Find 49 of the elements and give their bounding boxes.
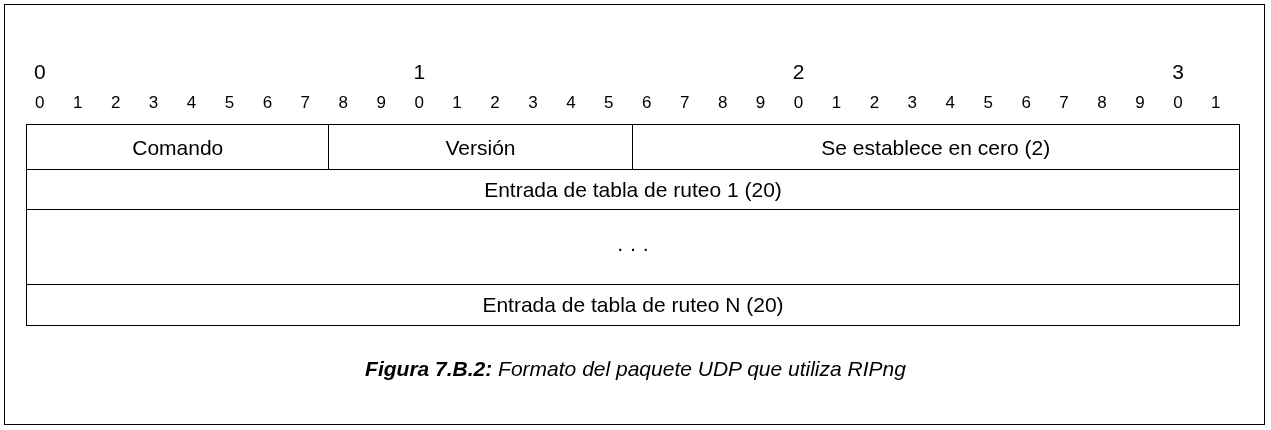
bit-number: 4 — [566, 93, 576, 113]
bit-number: 4 — [186, 93, 197, 113]
field-cell — [26, 209, 1240, 286]
field-name: Entrada de tabla de ruteo 1 (20) — [484, 178, 782, 202]
bit-number: 4 — [945, 93, 955, 113]
bit-number: 0 — [414, 93, 424, 113]
bit-decade-number: 2 — [792, 60, 805, 84]
bit-number: 7 — [679, 93, 690, 113]
bit-decade-number: 3 — [1172, 60, 1184, 84]
bit-number: 7 — [1059, 93, 1069, 113]
bit-number: 9 — [1135, 93, 1145, 113]
bit-number: 3 — [148, 93, 159, 113]
bit-number: 8 — [338, 93, 348, 113]
field-name: · · · — [616, 235, 650, 260]
bit-number: 9 — [755, 93, 766, 113]
field-cell — [328, 124, 633, 171]
bit-number: 5 — [604, 93, 614, 113]
bit-number: 0 — [35, 93, 45, 113]
field-cell — [26, 169, 1240, 211]
bit-number: 1 — [831, 93, 842, 113]
field-name: Comando — [132, 135, 224, 160]
field-name: Se establece en cero (2) — [821, 135, 1051, 160]
bit-number: 2 — [869, 93, 880, 113]
bit-number: 1 — [452, 93, 462, 113]
bit-number: 6 — [642, 93, 652, 113]
bit-number: 6 — [262, 93, 273, 113]
bit-number: 2 — [110, 93, 121, 113]
bit-number: 3 — [907, 93, 918, 113]
bit-number: 2 — [490, 93, 500, 113]
figure-caption: Figura 7.B.2: Formato del paquete UDP que utiliza RIPng — [365, 357, 906, 381]
bit-decade-number: 1 — [413, 60, 426, 84]
field-cell — [26, 124, 330, 171]
bit-decade-number: 0 — [34, 60, 46, 84]
bit-number: 0 — [1173, 93, 1183, 113]
bit-number: 5 — [224, 93, 235, 113]
bit-number: 9 — [376, 93, 386, 113]
bit-number: 7 — [300, 93, 311, 113]
bit-number: 1 — [1211, 93, 1221, 113]
bit-number: 6 — [1021, 93, 1031, 113]
field-cell — [26, 284, 1240, 326]
field-name: Versión — [445, 135, 516, 160]
field-cell — [631, 124, 1240, 171]
bit-number: 3 — [528, 93, 538, 113]
bit-number: 1 — [72, 93, 83, 113]
bit-number: 5 — [983, 93, 993, 113]
bit-number: 8 — [1097, 93, 1107, 113]
bit-number: 0 — [793, 93, 804, 113]
bit-number: 8 — [717, 93, 728, 113]
field-name: Entrada de tabla de ruteo N (20) — [482, 293, 784, 317]
